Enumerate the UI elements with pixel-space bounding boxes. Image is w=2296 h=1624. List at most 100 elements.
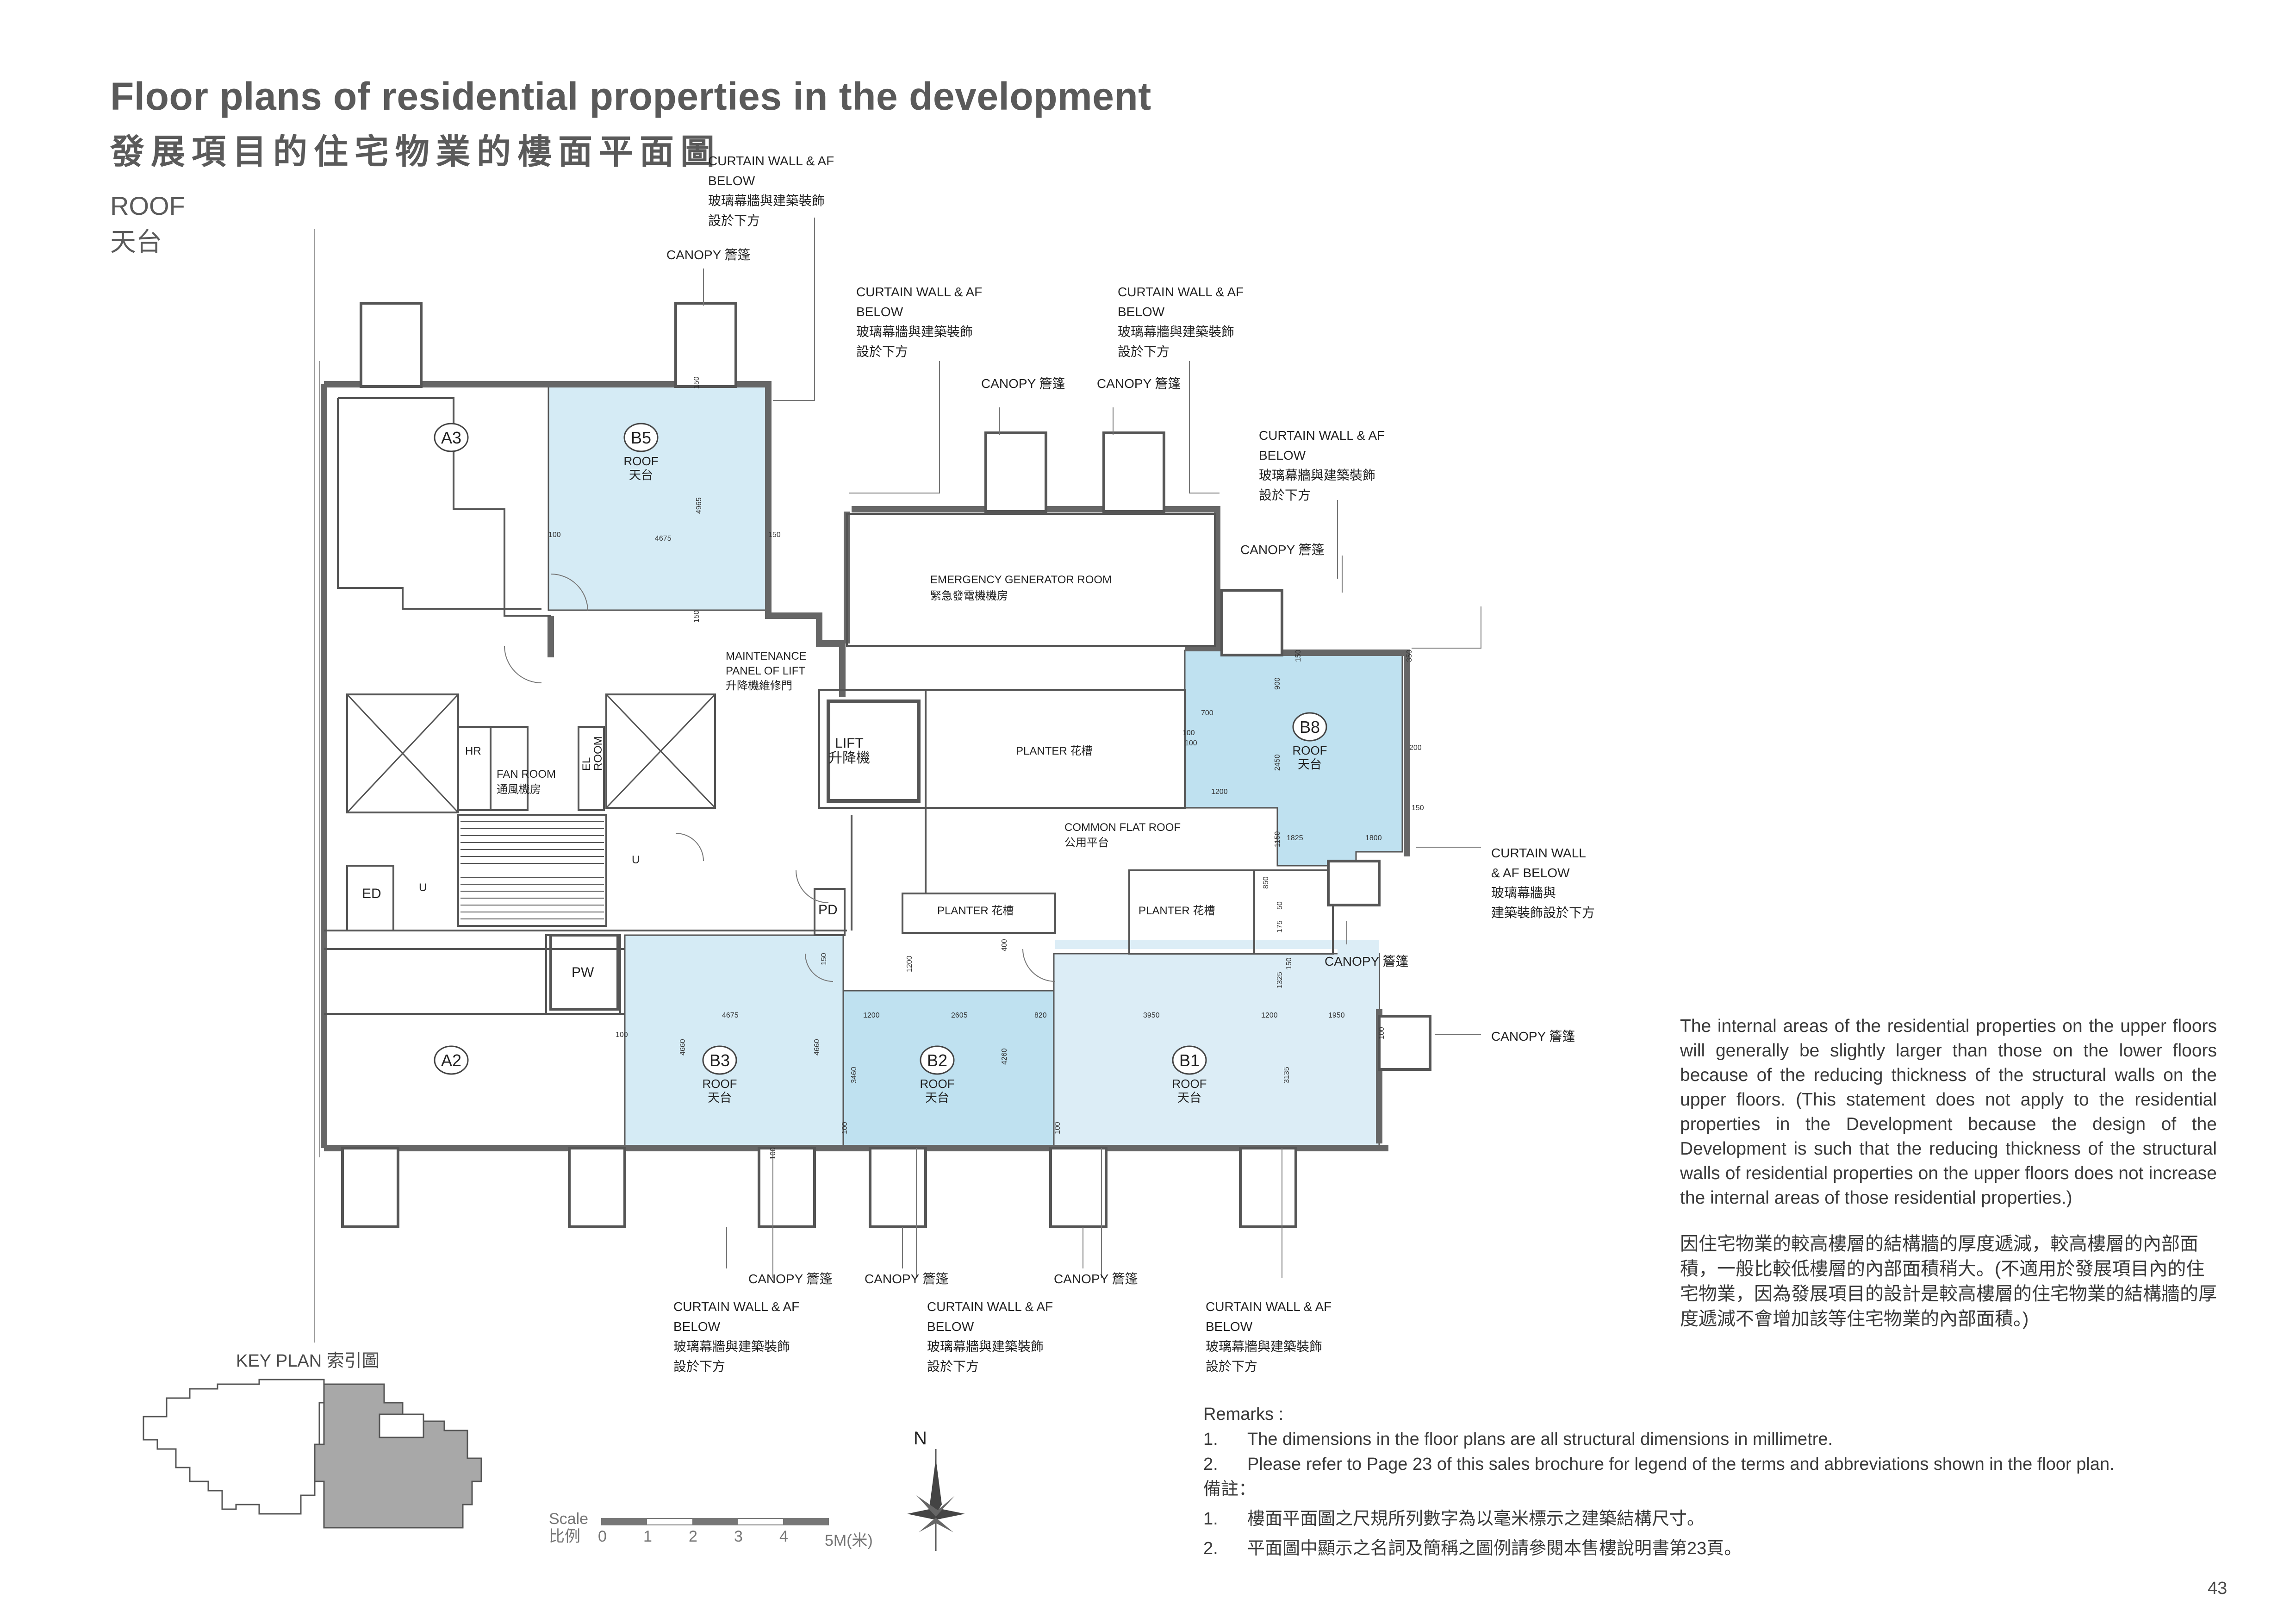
callout-canopy-g: CANOPY 簷篷 bbox=[748, 1272, 833, 1286]
maintenance-panel-label-2: PANEL OF LIFT bbox=[726, 665, 805, 677]
remark-zh-item-1: 1. 樓面平面圖之尺規所列數字為以毫米標示之建築結構尺寸。 bbox=[1203, 1506, 2221, 1531]
dim-bottom-4: 150 bbox=[820, 953, 828, 965]
b1-roof-label-zh: 天台 bbox=[1177, 1091, 1201, 1105]
callout-cw-e-4: 建築裝飾設於下方 bbox=[1491, 906, 1595, 920]
scale-label: Scale 比例 bbox=[549, 1510, 588, 1545]
unit-roof-areas bbox=[548, 382, 1403, 1149]
scale-label-en: Scale bbox=[549, 1510, 589, 1528]
callout-cw-h-2: BELOW bbox=[1206, 1319, 1253, 1334]
callout-cw-c-2: BELOW bbox=[1118, 305, 1165, 319]
dim-b1-c: 1950 bbox=[1328, 1012, 1345, 1019]
dim-b1-t: 1325 bbox=[1276, 972, 1284, 988]
maintenance-panel-label-1: MAINTENANCE bbox=[726, 650, 807, 662]
el-room-label-2: ROOM bbox=[592, 736, 604, 771]
callout-cw-a-1: CURTAIN WALL & AF bbox=[708, 154, 834, 168]
remark-zh-item-2-num: 2. bbox=[1203, 1539, 1218, 1558]
callout-cw-h-1: CURTAIN WALL & AF bbox=[1206, 1299, 1332, 1314]
structural-walls bbox=[321, 381, 1410, 1151]
callout-canopy-h: CANOPY 簷篷 bbox=[865, 1272, 949, 1286]
callout-cw-f-4: 設於下方 bbox=[673, 1359, 725, 1374]
dim-bottom-2: 100 bbox=[841, 1122, 849, 1134]
remark-zh-item-2: 2. 平面圖中顯示之名詞及簡稱之圖例請參閱本售樓說明書第23頁。 bbox=[1203, 1536, 2221, 1561]
b5-roof-label: ROOF bbox=[623, 454, 658, 468]
scale-tick-3: 3 bbox=[734, 1528, 743, 1545]
callout-cw-f-2: BELOW bbox=[673, 1319, 721, 1334]
unit-a2-label: A2 bbox=[441, 1051, 461, 1070]
remark-zh-item-1-num: 1. bbox=[1203, 1509, 1218, 1529]
scale-tick-2: 2 bbox=[689, 1528, 697, 1545]
planter-right-label: PLANTER 花槽 bbox=[1139, 905, 1215, 917]
callout-cw-b-3: 玻璃幕牆與建築裝飾 bbox=[856, 325, 973, 339]
dim-b1-s2: 100 bbox=[1378, 1027, 1386, 1039]
internal-area-statement: The internal areas of the residential pr… bbox=[1680, 1016, 2217, 1208]
dim-b2-h2: 4260 bbox=[1001, 1048, 1008, 1065]
callout-cw-c-3: 玻璃幕牆與建築裝飾 bbox=[1118, 325, 1234, 339]
dim-b8-d: 2450 bbox=[1274, 754, 1282, 771]
dim-b8-g: 1800 bbox=[1365, 834, 1382, 842]
callout-cw-b-4: 設於下方 bbox=[856, 344, 908, 359]
callout-canopy-a: CANOPY 簷篷 bbox=[666, 248, 751, 262]
dim-b5-bottom: 150 bbox=[693, 610, 701, 623]
b3-roof-label: ROOF bbox=[702, 1077, 737, 1091]
ed-label: ED bbox=[362, 886, 381, 901]
callout-canopy-e: CANOPY 簷篷 bbox=[1325, 954, 1409, 968]
callout-cw-f-3: 玻璃幕牆與建築裝飾 bbox=[673, 1339, 790, 1354]
callout-cw-b-2: BELOW bbox=[856, 305, 903, 319]
b8-roof-label: ROOF bbox=[1292, 743, 1327, 757]
unit-a3-label: A3 bbox=[441, 428, 461, 447]
key-plan-label: KEY PLAN 索引圖 bbox=[236, 1351, 380, 1371]
dim-b1-a: 3950 bbox=[1143, 1012, 1160, 1019]
remarks-heading-zh: 備註： bbox=[1203, 1480, 1257, 1499]
floor-label: ROOF bbox=[110, 191, 185, 220]
callout-cw-e-1: CURTAIN WALL bbox=[1491, 846, 1586, 860]
pw-label: PW bbox=[572, 965, 594, 980]
dim-b8-j: 200 bbox=[1409, 744, 1422, 752]
internal-area-statement-zh: 因住宅物業的較高樓層的結構牆的厚度遞減，較高樓層的內部面積，一般比較低樓層的內部… bbox=[1680, 1234, 2217, 1329]
roof-projections bbox=[341, 302, 1431, 1228]
callout-canopy-c: CANOPY 簷篷 bbox=[1097, 376, 1181, 391]
dim-b1-s1: 150 bbox=[1285, 957, 1293, 970]
page-title: Floor plans of residential properties in… bbox=[110, 75, 1151, 118]
dim-b5-width: 4675 bbox=[655, 535, 672, 543]
remark-zh-item-1-text: 樓面平面圖之尺規所列數字為以毫米標示之建築結構尺寸。 bbox=[1247, 1509, 1705, 1529]
unit-markers bbox=[434, 423, 1327, 1075]
hr-label: HR bbox=[465, 745, 481, 757]
remark-item-2-text: Please refer to Page 23 of this sales br… bbox=[1247, 1455, 2115, 1474]
dim-b5-top: 150 bbox=[693, 376, 701, 389]
b3-roof-label-zh: 天台 bbox=[708, 1091, 732, 1105]
planter-main-label: PLANTER 花槽 bbox=[1016, 745, 1092, 757]
scale-tick-0: 0 bbox=[598, 1528, 607, 1545]
dim-b2-h1: 3460 bbox=[850, 1067, 858, 1083]
b2-roof-label: ROOF bbox=[920, 1077, 954, 1091]
callout-cw-h-3: 玻璃幕牆與建築裝飾 bbox=[1206, 1339, 1322, 1354]
callout-cw-c-4: 設於下方 bbox=[1118, 344, 1170, 359]
dim-b2-c: 820 bbox=[1034, 1012, 1047, 1019]
callout-canopy-b: CANOPY 簷篷 bbox=[981, 376, 1065, 391]
dim-b5-left: 100 bbox=[548, 531, 561, 539]
remark-item-2: 2. Please refer to Page 23 of this sales… bbox=[1203, 1452, 2221, 1477]
callout-canopy-d: CANOPY 簷篷 bbox=[1240, 543, 1325, 557]
dim-b1-b: 1200 bbox=[1261, 1012, 1278, 1019]
page-title-zh: 發展項目的住宅物業的樓面平面圖 bbox=[110, 132, 721, 171]
north-arrow-icon bbox=[907, 1449, 965, 1551]
lift-label: LIFT bbox=[835, 736, 864, 751]
scale-tick-4: 4 bbox=[779, 1528, 788, 1545]
callout-cw-a-4: 設於下方 bbox=[708, 213, 760, 228]
dim-b3-height-1: 4660 bbox=[679, 1039, 687, 1056]
b1-roof-label: ROOF bbox=[1172, 1077, 1207, 1091]
callout-cw-b-1: CURTAIN WALL & AF bbox=[856, 285, 982, 299]
dim-b8-k: 350 bbox=[1406, 650, 1413, 662]
dim-b1-s3: 175 bbox=[1276, 920, 1284, 933]
b2-roof-label-zh: 天台 bbox=[925, 1091, 949, 1105]
unit-b3-label: B3 bbox=[709, 1051, 730, 1070]
b5-roof-label-zh: 天台 bbox=[629, 468, 653, 482]
remark-zh-item-2-text: 平面圖中顯示之名詞及簡稱之圖例請參閱本售樓說明書第23頁。 bbox=[1247, 1539, 1742, 1558]
unit-b2-label: B2 bbox=[927, 1051, 947, 1070]
b8-roof-label-zh: 天台 bbox=[1298, 757, 1322, 771]
dim-b1-s4: 850 bbox=[1262, 876, 1270, 889]
callout-cw-g-1: CURTAIN WALL & AF bbox=[927, 1299, 1053, 1314]
callout-cw-e-3: 玻璃幕牆與 bbox=[1491, 886, 1556, 900]
callout-cw-a-3: 玻璃幕牆與建築裝飾 bbox=[708, 194, 825, 208]
